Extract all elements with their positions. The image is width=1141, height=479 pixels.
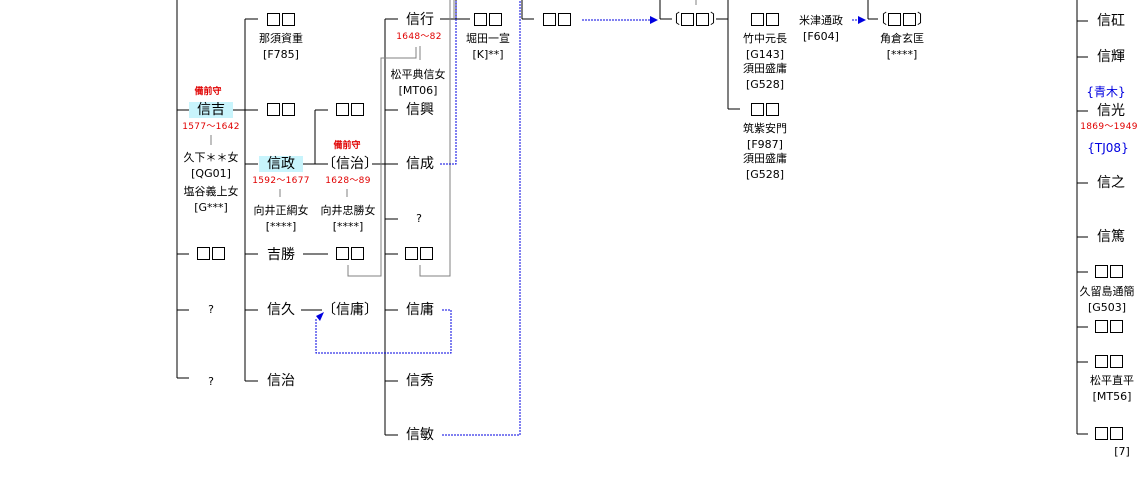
spouse-hotta: 堀田一宣 — [466, 32, 510, 45]
code-g503: [G503] — [1087, 301, 1127, 314]
spouse-nobuyoshi-1: 久下＊＊女 — [183, 151, 239, 164]
code-g528: [G528] — [745, 168, 785, 181]
code-nobuharu: [****] — [332, 220, 364, 233]
code-f987: [F987] — [747, 138, 783, 151]
code-mt56: [MT56] — [1092, 390, 1132, 403]
person-nobutsune-adopted[interactable]: 〔信庸〕 — [322, 302, 378, 318]
spouse-suda: 須田盛庸 — [743, 62, 787, 75]
person-placeholder[interactable] — [1094, 354, 1124, 370]
code-spouse-1: [QG01] — [191, 167, 231, 180]
person-placeholder[interactable] — [750, 102, 780, 118]
person-placeholder[interactable] — [1094, 319, 1124, 335]
spouse-kurushima: 久留島通簡 — [1079, 285, 1135, 298]
years-nobuyuki: 1648～82 — [396, 32, 442, 42]
person-nobuharu[interactable]: 〔信治〕 — [322, 156, 378, 172]
person-unknown[interactable]: ? — [416, 212, 422, 225]
note-7: [7] — [1114, 445, 1130, 458]
title-bizen-no-kami: 備前守 — [333, 141, 361, 151]
person-nobuyuki[interactable]: 信行 — [406, 12, 434, 28]
code-spouse-2: [G***] — [194, 201, 228, 214]
spouse-nobuyuki: 松平典信女 — [390, 68, 446, 81]
person-placeholder[interactable] — [750, 12, 780, 28]
person-placeholder[interactable] — [266, 102, 296, 118]
person-adopted-placeholder[interactable]: 〔〕 — [666, 12, 724, 28]
code-f785: [F785] — [263, 48, 299, 61]
person-nobunari[interactable]: 信成 — [406, 156, 434, 172]
person-nobumasa[interactable]: 信政 — [259, 156, 303, 172]
person-nobuyuki-col11[interactable]: 信之 — [1097, 175, 1125, 191]
person-placeholder[interactable] — [404, 246, 434, 262]
spouse-suda: 須田盛庸 — [743, 152, 787, 165]
spouse-takenaka: 竹中元長 — [743, 32, 787, 45]
spouse-nobumasa: 向井正綱女 — [253, 204, 309, 217]
spouse-nasu: 那須資重 — [259, 32, 303, 45]
code-g528: [G528] — [745, 78, 785, 91]
person-nobuhide[interactable]: 信秀 — [406, 373, 434, 389]
person-placeholder[interactable] — [1094, 264, 1124, 280]
person-nobuharu-col2[interactable]: 信治 — [267, 373, 295, 389]
person-unknown[interactable]: ? — [208, 375, 214, 388]
aoki-prefix: {青木} — [1086, 85, 1126, 99]
person-yoshikatsu[interactable]: 吉勝 — [267, 247, 295, 263]
person-placeholder[interactable] — [473, 12, 503, 28]
person-unknown[interactable]: ? — [208, 303, 214, 316]
code-g143: [G143] — [745, 48, 785, 61]
code-f604: [F604] — [803, 30, 839, 43]
years-nobuharu: 1628～89 — [325, 176, 371, 186]
person-adopted-placeholder[interactable]: 〔〕 — [873, 12, 931, 28]
spouse-nobuyoshi-2: 塩谷義上女 — [183, 185, 239, 198]
person-placeholder[interactable] — [542, 12, 572, 28]
spouse-sumikura: 角倉玄匡 — [880, 32, 924, 45]
person-nobuhisa[interactable]: 信久 — [267, 302, 295, 318]
link-nobutoshi — [442, 0, 521, 436]
person-placeholder[interactable] — [335, 246, 365, 262]
link-nobutsune — [315, 309, 452, 354]
spouse-tsukushi: 筑紫安門 — [743, 122, 787, 135]
person-nobukou[interactable]: 信矼 — [1097, 13, 1125, 29]
person-placeholder[interactable] — [266, 12, 296, 28]
person-placeholder[interactable] — [335, 102, 365, 118]
code-mt06: [MT06] — [398, 84, 438, 97]
person-nobutsune[interactable]: 信庸 — [406, 302, 434, 318]
person-placeholder[interactable] — [1094, 426, 1124, 442]
person-nobutoshi[interactable]: 信敏 — [406, 427, 434, 443]
person-nobuoki[interactable]: 信興 — [406, 102, 434, 118]
link-nobunari — [440, 0, 457, 165]
years-nobumitsu: 1869～1949 — [1080, 122, 1138, 132]
title-bizen-no-kami: 備前守 — [194, 87, 222, 97]
years-nobumasa: 1592～1677 — [252, 176, 310, 186]
code-kj: [K]**] — [472, 48, 504, 61]
tj08-suffix: {TJ08} — [1087, 141, 1129, 155]
person-yonezu[interactable]: 米津通政 — [799, 14, 843, 27]
person-nobuteru[interactable]: 信輝 — [1097, 49, 1125, 65]
person-nobumitsu[interactable]: 信光 — [1097, 103, 1125, 119]
person-nobuyoshi[interactable]: 信吉 — [189, 102, 233, 118]
years-nobuyoshi: 1577～1642 — [182, 122, 240, 132]
spouse-nobuharu: 向井忠勝女 — [320, 204, 376, 217]
spouse-matsudaira: 松平直平 — [1090, 374, 1134, 387]
person-unknown-boxes[interactable] — [196, 246, 226, 262]
code-unknown: [****] — [886, 48, 918, 61]
person-nobuatsu[interactable]: 信篤 — [1097, 229, 1125, 245]
code-nobumasa: [****] — [265, 220, 297, 233]
